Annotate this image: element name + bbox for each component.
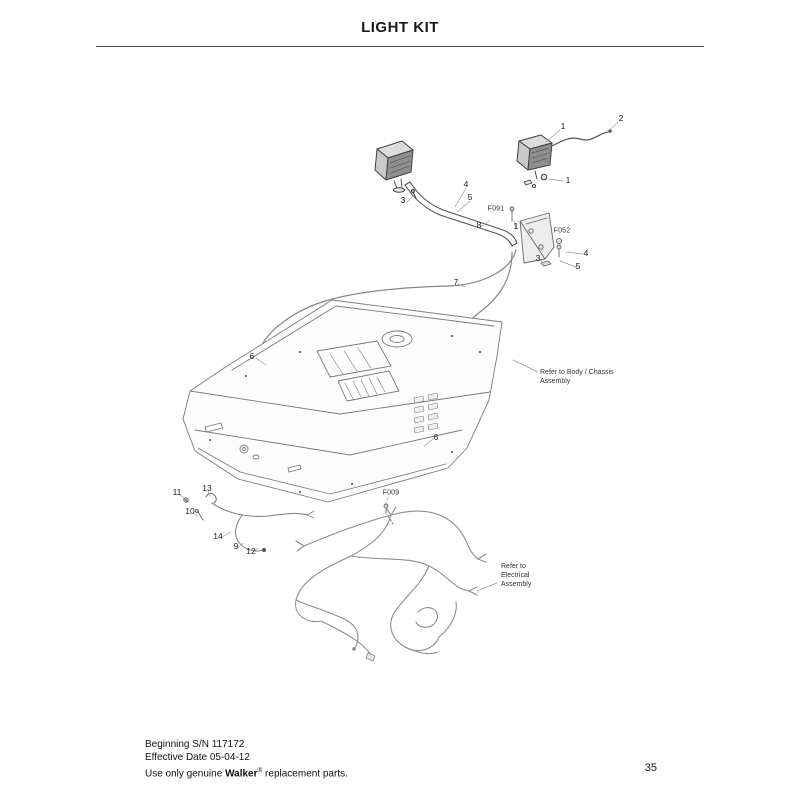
footer-note-prefix: Use only genuine xyxy=(145,768,226,780)
page-number: 35 xyxy=(644,762,657,774)
work-light-right-icon xyxy=(516,134,553,188)
footer-serial-number: Beginning S/N 117172 xyxy=(145,739,245,750)
footer: Beginning S/N 117172 Effective Date 05-0… xyxy=(145,738,348,780)
leader-lines xyxy=(179,121,619,592)
footer-note-brand: Walker xyxy=(225,768,258,780)
title-rule xyxy=(96,46,704,47)
work-light-left-icon xyxy=(374,140,417,199)
footer-genuine-parts-note: Use only genuine Walker® replacement par… xyxy=(145,764,348,780)
wiring-harness xyxy=(295,506,487,662)
page-title: LIGHT KIT xyxy=(361,19,439,36)
mounting-bracket xyxy=(509,206,563,267)
mower-body xyxy=(182,299,503,503)
footer-note-reg-mark: ® xyxy=(257,767,263,774)
lower-hardware xyxy=(183,492,394,552)
footer-effective-date: Effective Date 05-04-12 xyxy=(145,752,250,763)
footer-note-suffix: replacement parts. xyxy=(262,768,348,780)
light-bar xyxy=(404,181,518,247)
light-cable xyxy=(551,129,612,147)
